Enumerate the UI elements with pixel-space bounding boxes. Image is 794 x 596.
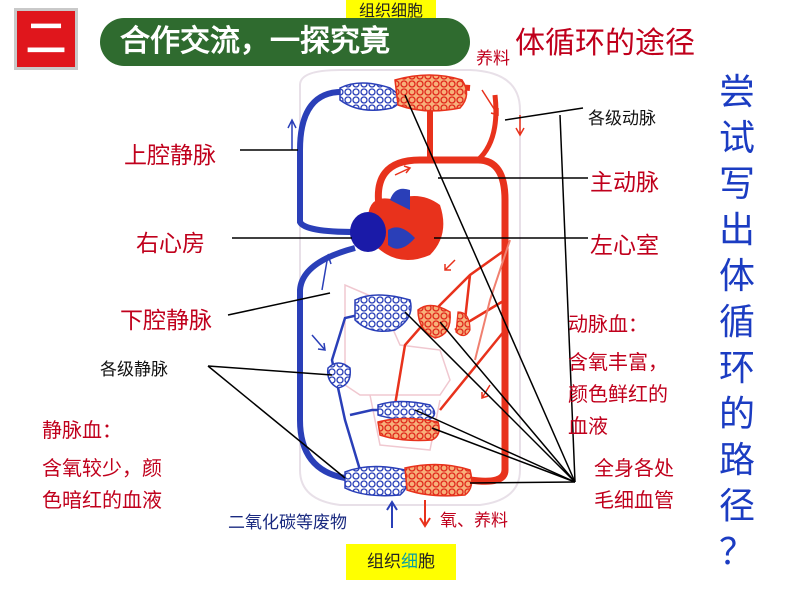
pointer-lines — [207, 94, 588, 484]
header-pill: 合作交流，一探究竟 — [100, 18, 470, 66]
question-char: 循 — [718, 302, 755, 343]
artery-branches — [393, 248, 506, 411]
heart — [350, 188, 444, 260]
label-right-atrium: 右心房 — [136, 231, 205, 257]
capillaries-label: 全身各处 毛细血管 — [594, 452, 674, 516]
artery-vessel-right — [474, 239, 511, 361]
question-char: 路 — [718, 440, 755, 481]
heart-right-atrium — [350, 212, 386, 252]
label-arteries: 各级动脉 — [588, 109, 656, 129]
arrow-down-nutrients — [419, 500, 431, 528]
question-char: 出 — [718, 210, 755, 251]
capillaries-line: 毛细血管 — [594, 488, 674, 512]
artery-aorta-arch — [374, 156, 509, 485]
arrow-up-waste — [386, 500, 398, 528]
question-char: 径 — [718, 486, 755, 527]
label-superior-vena-cava: 上腔静脉 — [124, 143, 216, 169]
venous-blood-line: 色暗红的血液 — [42, 488, 162, 512]
slide-title: 体循环的途径 — [515, 26, 695, 61]
label-inferior-vena-cava: 下腔静脉 — [120, 308, 212, 334]
label-left-ventricle: 左心室 — [590, 233, 659, 259]
label-aorta: 主动脉 — [590, 170, 659, 196]
bottom-cell-part: 胞 — [418, 552, 435, 572]
question-char: 写 — [718, 164, 755, 205]
top-nutrients-label: 养料 — [476, 49, 510, 69]
label-veins: 各级静脉 — [100, 360, 168, 380]
flow-arrows — [287, 89, 525, 528]
venous-blood-title: 静脉血： — [42, 418, 122, 442]
vein-superior — [297, 88, 356, 235]
question-char: 环 — [718, 348, 755, 389]
label-oxygen-nutrients: 氧、养料 — [440, 511, 508, 531]
question-char: 的 — [718, 394, 755, 435]
vein-inferior — [297, 245, 356, 481]
arterial-blood-note: 动脉血： 含氧丰富， 颜色鲜红的 血液 — [568, 308, 668, 442]
question-char: ？ — [718, 532, 755, 573]
artery-upper — [476, 94, 499, 162]
body-outline — [299, 69, 521, 506]
bottom-cell-part-highlight: 细 — [401, 552, 418, 572]
capillaries-line: 全身各处 — [594, 456, 674, 480]
arterial-blood-line: 颜色鲜红的 — [568, 382, 668, 406]
section-number-badge: 二 — [14, 8, 78, 70]
vein-gut — [330, 308, 381, 471]
bottom-cell-label: 组织细胞 — [346, 544, 456, 580]
question-char: 试 — [718, 118, 755, 159]
arterial-blood-line: 血液 — [568, 414, 608, 438]
capillary-beds — [326, 74, 473, 497]
venous-blood-note: 静脉血： 含氧较少，颜 色暗红的血液 — [42, 414, 162, 516]
bottom-cell-part: 组织 — [367, 552, 401, 572]
arterial-blood-line: 含氧丰富， — [568, 350, 668, 374]
top-cell-label: 组织细胞 — [346, 0, 436, 22]
question-char: 尝 — [718, 72, 755, 113]
question-char: 体 — [718, 256, 755, 297]
vertical-question: 尝 试 写 出 体 循 环 的 路 径 ？ — [712, 70, 762, 576]
arterial-blood-title: 动脉血： — [568, 312, 648, 336]
venous-blood-line: 含氧较少，颜 — [42, 456, 162, 480]
label-waste: 二氧化碳等废物 — [228, 513, 347, 533]
